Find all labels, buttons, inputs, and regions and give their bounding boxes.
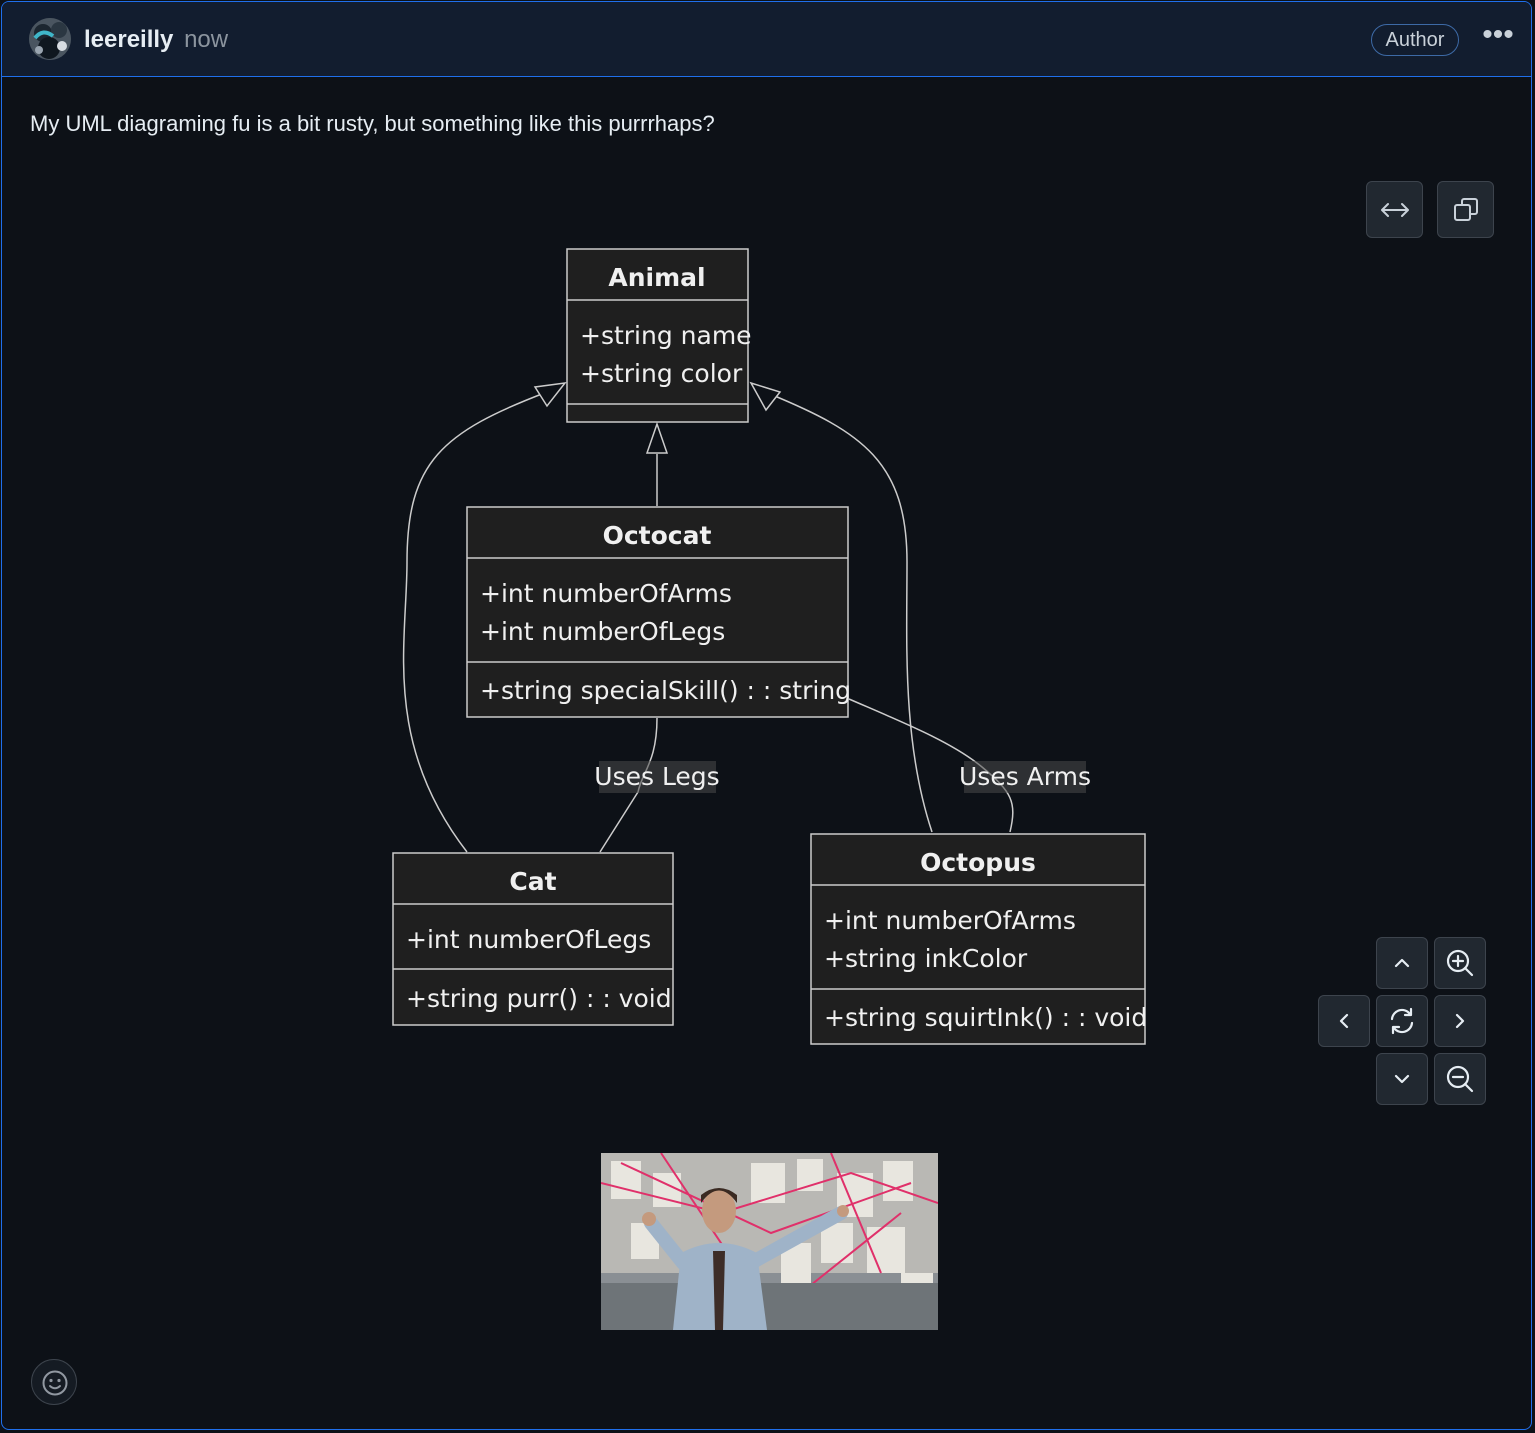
class-octocat[interactable]: Octocat +int numberOfArms +int numberOfL… [466,506,851,718]
author-name[interactable]: leereilly [84,26,174,53]
inheritance-arrow-cat [533,382,567,408]
zoom-in-button[interactable] [1434,937,1486,989]
zoom-out-icon [1446,1065,1474,1093]
class-animal[interactable]: Animal +string name +string color [566,248,752,423]
author-line: leereilly now [84,26,228,54]
avatar[interactable] [29,18,71,60]
class-name: Cat [509,867,556,896]
relation-label: Uses Arms [959,762,1091,791]
class-field: +string color [580,359,743,388]
chevron-up-icon [1394,958,1410,968]
inheritance-arrow-octopus [749,381,782,412]
reset-view-button[interactable] [1376,995,1428,1047]
timestamp[interactable]: now [184,26,229,53]
class-field: +int numberOfLegs [406,925,651,954]
add-reaction-button[interactable] [31,1359,77,1405]
class-field: +int numberOfArms [824,906,1076,935]
expand-diagram-button[interactable] [1366,181,1423,238]
class-method: +string squirtInk() : : void [824,1003,1147,1032]
chevron-down-icon [1394,1074,1410,1084]
author-badge: Author [1371,24,1459,56]
class-name: Octocat [603,521,712,550]
edge-octopus-animal [769,393,933,833]
edge-cat-animal [402,391,548,853]
inheritance-arrow-octocat [645,421,669,454]
zoom-in-icon [1446,949,1474,977]
pan-left-button[interactable] [1318,995,1370,1047]
pan-down-button[interactable] [1376,1053,1428,1105]
relation-label-uses-arms: Uses Arms [959,761,1091,793]
class-field: +string name [580,321,752,350]
copy-diagram-button[interactable] [1437,181,1494,238]
smiley-icon [42,1370,68,1396]
copy-icon [1453,197,1478,221]
class-method: +string purr() : : void [406,984,672,1013]
arrows-horizontal-icon [1380,202,1409,217]
class-octopus[interactable]: Octopus +int numberOfArms +string inkCol… [810,833,1147,1045]
relation-label-uses-legs: Uses Legs [594,761,720,793]
class-field: +string inkColor [824,944,1028,973]
class-method: +string specialSkill() : : string [480,676,851,705]
class-field: +int numberOfArms [480,579,732,608]
pan-right-button[interactable] [1434,995,1486,1047]
class-cat[interactable]: Cat +int numberOfLegs +string purr() : :… [392,852,674,1026]
relation-label: Uses Legs [594,762,719,791]
uml-class-diagram: Animal +string name +string color Octoca… [392,248,1147,1045]
comment-body: My UML diagraming fu is a bit rusty, but… [30,111,715,136]
more-options-button[interactable]: ••• [1482,18,1514,51]
avatar-image [29,18,71,60]
comment-header: leereilly now Author ••• [2,2,1531,77]
class-name: Animal [608,263,705,292]
sync-icon [1390,1007,1414,1035]
conspiracy-board-image [601,1153,938,1330]
meme-image[interactable] [601,1153,938,1330]
chevron-left-icon [1339,1013,1349,1029]
zoom-out-button[interactable] [1434,1053,1486,1105]
pan-up-button[interactable] [1376,937,1428,989]
class-name: Octopus [920,848,1036,877]
chevron-right-icon [1455,1013,1465,1029]
class-field: +int numberOfLegs [480,617,725,646]
